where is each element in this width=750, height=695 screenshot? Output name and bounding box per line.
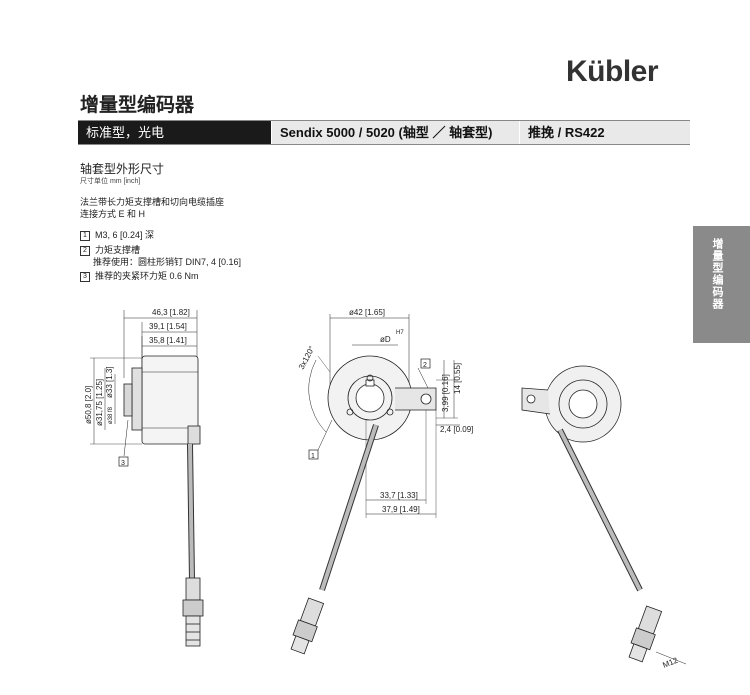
center-view xyxy=(290,314,460,655)
left-view xyxy=(90,310,204,647)
note-number: 2 xyxy=(80,246,90,256)
dim-center-angle: 3x120° xyxy=(297,345,317,371)
side-tab[interactable]: 增量型编码器 xyxy=(693,226,750,343)
right-view xyxy=(521,365,687,665)
callout-2: 2 xyxy=(423,362,427,369)
category-bar: 标准型，光电 Sendix 5000 / 5020 (轴型 ／ 轴套型) 推挽 … xyxy=(78,120,690,145)
dim-slot-3: 2,4 [0.09] xyxy=(440,425,473,434)
page-title: 增量型编码器 xyxy=(80,95,195,116)
note-number: 1 xyxy=(80,231,90,241)
dim-center-bore-tolerance: H7 xyxy=(396,330,404,336)
bar-segment-output: 推挽 / RS422 xyxy=(519,121,690,144)
note-1: 1 M3, 6 [0.24] 深 xyxy=(80,228,154,241)
section-subtitle: 轴套型外形尺寸 xyxy=(80,162,165,176)
bar-segment-model: Sendix 5000 / 5020 (轴型 ／ 轴套型) xyxy=(271,121,519,144)
note-3: 3 推荐的夹紧环力矩 0.6 Nm xyxy=(80,269,199,282)
dim-center-bore: øD xyxy=(380,335,391,344)
kubler-logo: Kübler xyxy=(566,55,659,88)
callout-3: 3 xyxy=(121,460,125,467)
note-text: 力矩支撑槽 xyxy=(95,245,141,255)
dim-left-v2: ø31,75 [1.25] xyxy=(95,379,104,426)
bar-segment-type: 标准型，光电 xyxy=(78,121,271,144)
dim-left-v3: ø33 [1.3] xyxy=(105,366,114,398)
dim-slot-2: 14 [0.55] xyxy=(453,363,462,394)
dim-center-bottom-1: 33,7 [1.33] xyxy=(380,491,418,500)
callout-1: 1 xyxy=(311,453,315,460)
side-tab-label: 增量型编码器 xyxy=(711,238,723,310)
note-2: 2 力矩支撑槽 xyxy=(80,243,140,256)
dim-slot-1: 3,99 [0.16] xyxy=(441,374,450,412)
dim-center-bottom-2: 37,9 [1.49] xyxy=(382,505,420,514)
dim-center-diameter: ø42 [1.65] xyxy=(349,308,385,317)
note-text: 推荐的夹紧环力矩 0.6 Nm xyxy=(95,271,199,281)
note-2-detail: 推荐使用：圆柱形销钉 DIN7, 4 [0.16] xyxy=(93,255,241,268)
note-text: M3, 6 [0.24] 深 xyxy=(95,230,155,240)
note-number: 3 xyxy=(80,272,90,282)
dim-left-top: 46,3 [1.82] xyxy=(152,308,190,317)
description-line-2: 连接方式 E 和 H xyxy=(80,209,146,219)
description-line-1: 法兰带长力矩支撑槽和切向电缆插座 xyxy=(80,197,225,207)
unit-note: 尺寸单位 mm [inch] xyxy=(80,178,141,185)
dim-left-low: 35,8 [1.41] xyxy=(149,336,187,345)
note-text: 推荐使用：圆柱形销钉 DIN7, 4 [0.16] xyxy=(93,257,242,267)
dim-left-v4: ø38 f8 xyxy=(108,406,114,424)
dim-left-v1: ø50,8 [2.0] xyxy=(84,386,93,424)
dim-left-mid: 39,1 [1.54] xyxy=(149,322,187,331)
thread-label: M12 xyxy=(661,655,679,669)
